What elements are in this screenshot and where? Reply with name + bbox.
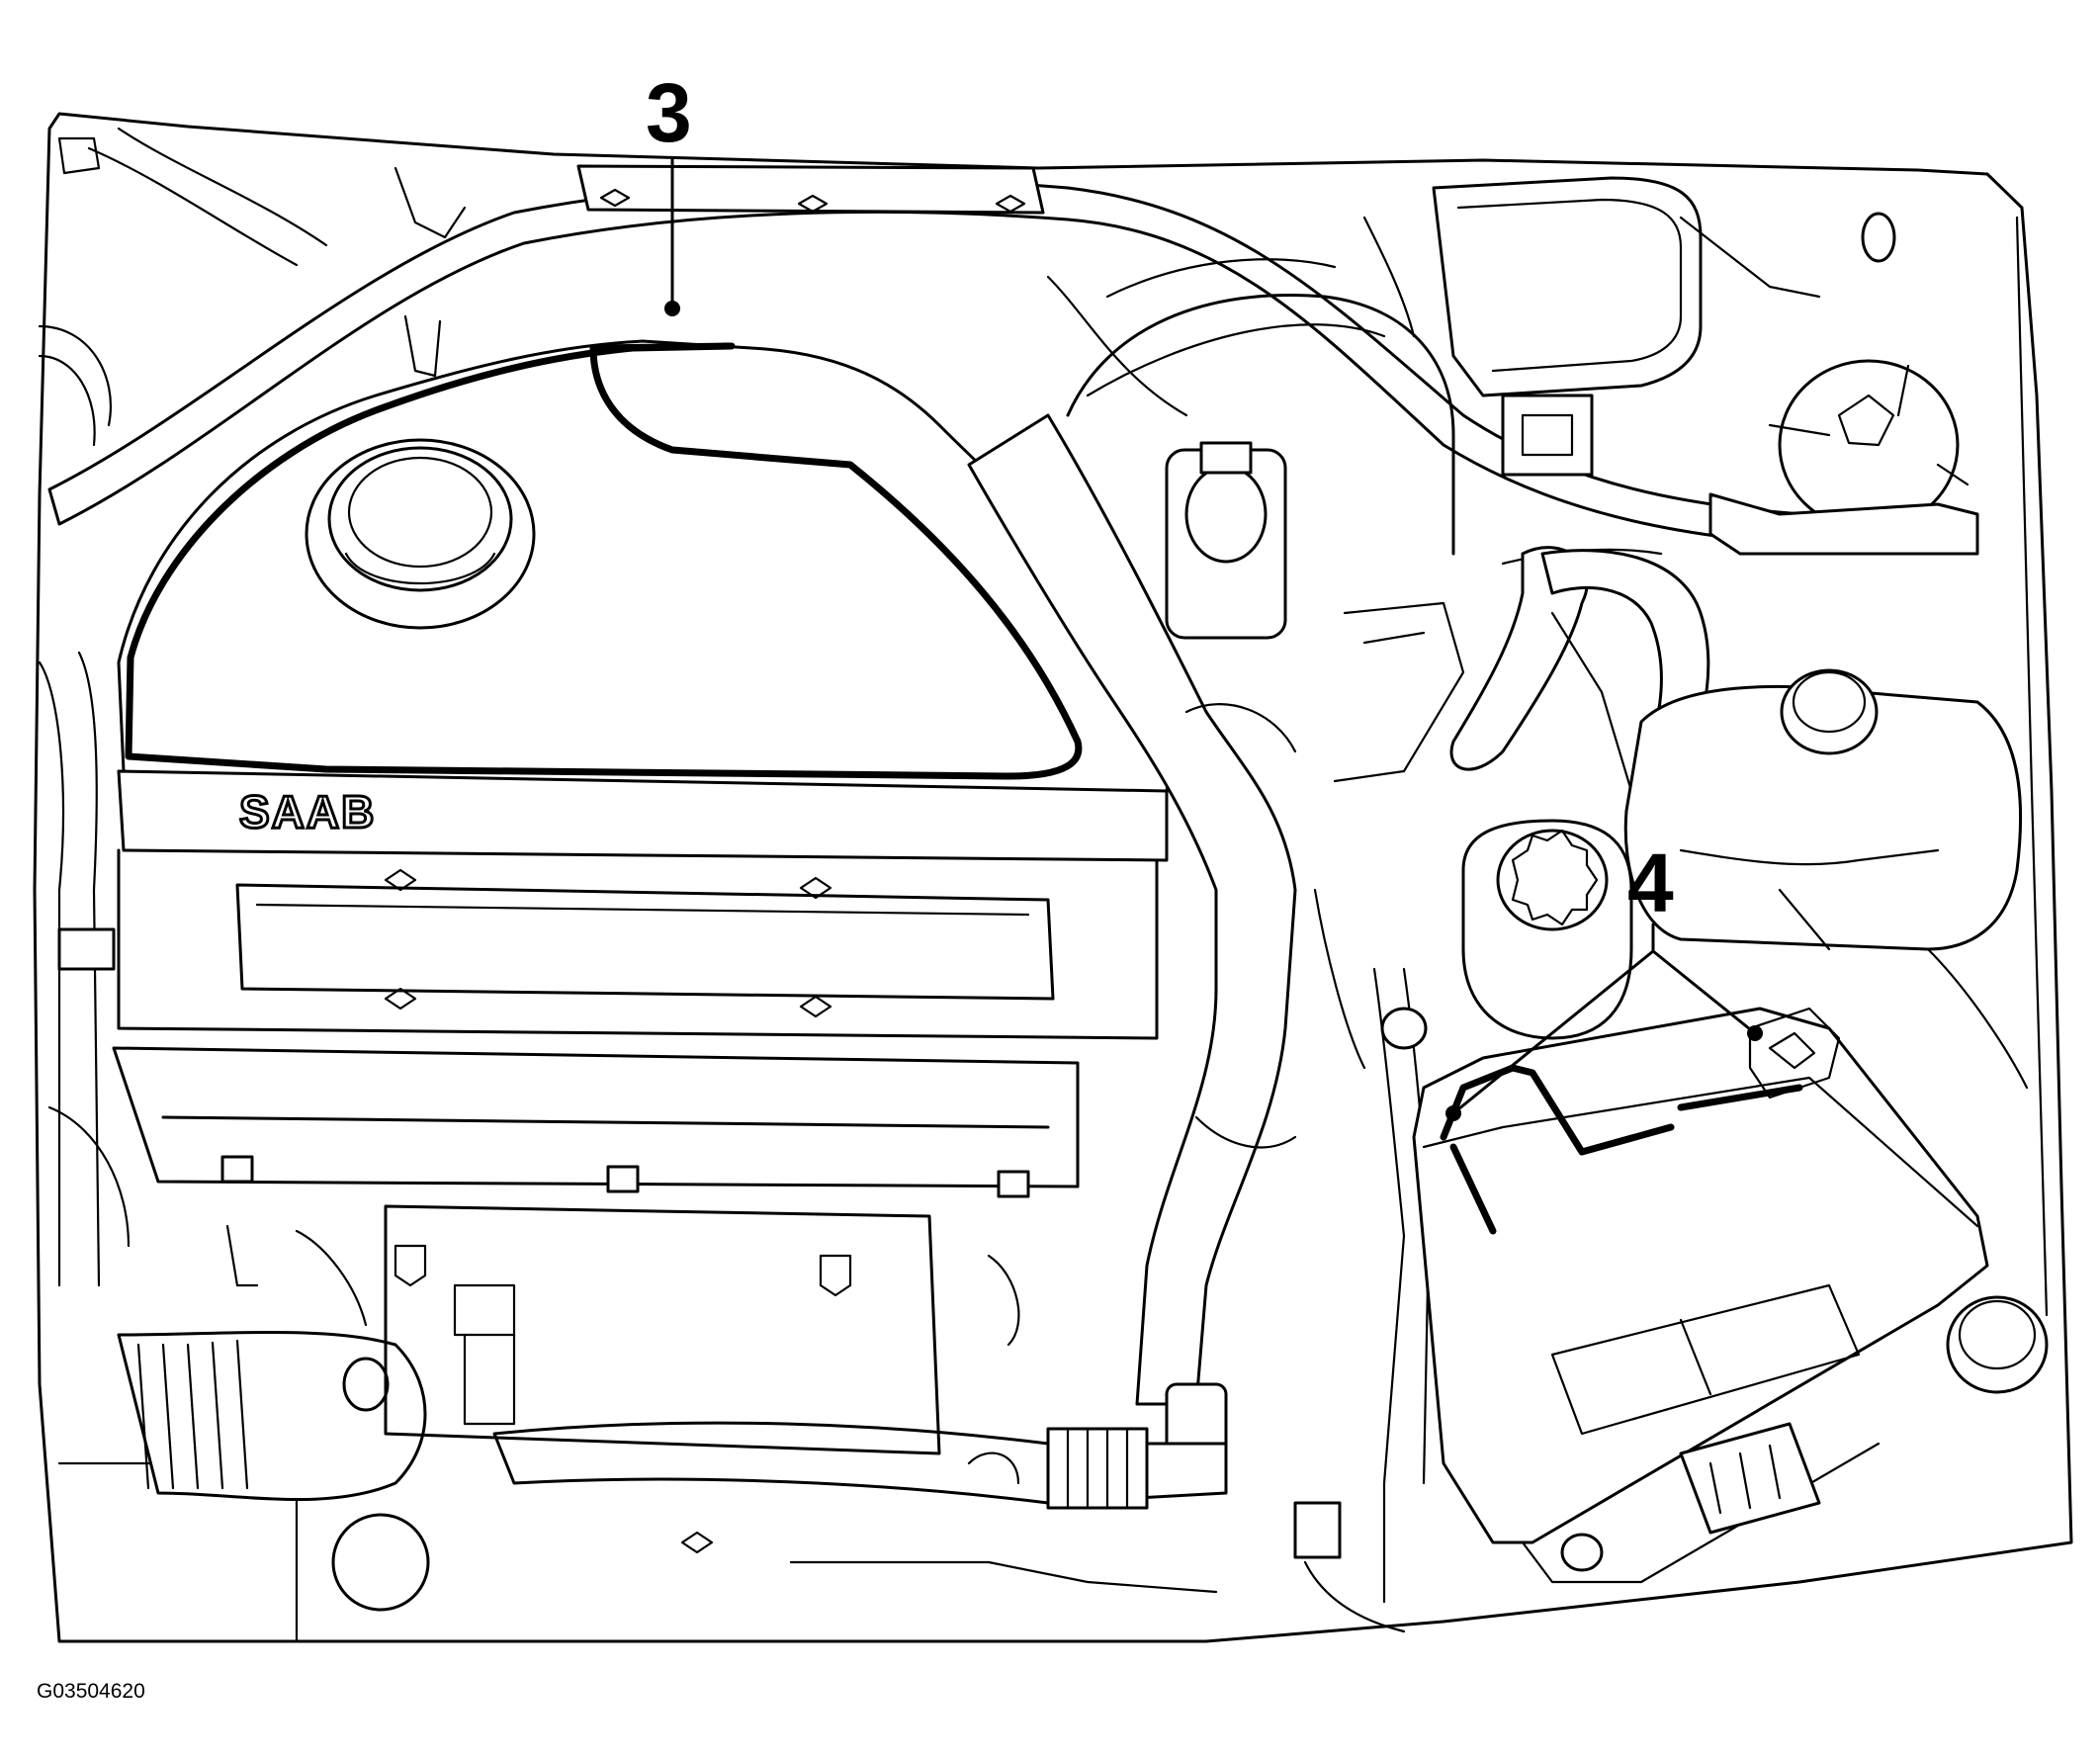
air-intake-hose xyxy=(117,1224,1228,1612)
figure-code: G03504620 xyxy=(37,1680,145,1703)
callout-label-4: 4 xyxy=(1627,836,1674,929)
oil-filler-cap xyxy=(1461,819,1633,1040)
expansion-tank xyxy=(1623,668,2023,951)
callout-leaders xyxy=(664,156,1763,1121)
fuse-box xyxy=(1432,176,1896,477)
lower-manifold xyxy=(384,1204,1020,1554)
callout-4-dot-b xyxy=(1747,1025,1763,1041)
callout-4-dot-a xyxy=(1445,1105,1461,1121)
intake-pipe xyxy=(967,413,1297,1455)
engine-cover xyxy=(117,339,1171,862)
valve-cover xyxy=(112,848,1159,1198)
left-hoses xyxy=(38,324,131,1287)
callout-label-3: 3 xyxy=(646,66,692,159)
right-side-parts xyxy=(1293,947,2049,1633)
callout-3-dot xyxy=(664,301,680,316)
saab-brand-lettering: SAAB xyxy=(239,786,376,837)
brake-booster xyxy=(1066,258,1455,640)
reservoir-cap xyxy=(1708,359,1979,556)
